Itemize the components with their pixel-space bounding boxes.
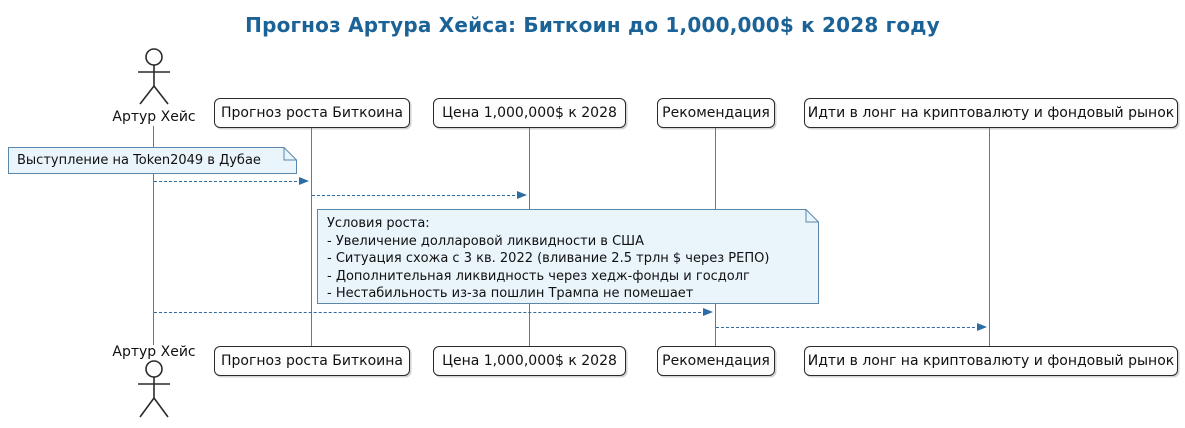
participant-top-long: Идти в лонг на криптовалюту и фондовый р… xyxy=(804,98,1178,128)
note-token2049-text: Выступление на Token2049 в Дубае xyxy=(17,153,261,168)
lifeline-actor xyxy=(153,126,154,345)
arrowhead-icon xyxy=(299,177,309,185)
note-conditions-line: - Дополнительная ликвидность через хедж-… xyxy=(327,268,750,284)
arrowhead-icon xyxy=(977,323,987,331)
note-conditions-line: Условия роста: xyxy=(327,216,430,231)
participant-bottom-long: Идти в лонг на криптовалюту и фондовый р… xyxy=(804,346,1178,376)
arrowhead-icon xyxy=(703,308,713,316)
message-arrow-2 xyxy=(312,191,527,199)
message-arrow-3 xyxy=(154,308,713,316)
note-conditions-line: - Ситуация схожа с 3 кв. 2022 (вливание … xyxy=(327,251,770,267)
note-conditions-line: - Нестабильность из-за пошлин Трампа не … xyxy=(327,286,694,302)
diagram-title: Прогноз Артура Хейса: Биткоин до 1,000,0… xyxy=(245,13,940,37)
participant-top-recommendation: Рекомендация xyxy=(657,98,775,128)
message-arrow-1 xyxy=(154,177,309,185)
participant-bottom-price: Цена 1,000,000$ к 2028 xyxy=(433,346,626,376)
actor-figure-bottom-icon xyxy=(138,360,170,418)
note-shape-icon xyxy=(317,209,819,304)
participant-bottom-recommendation: Рекомендация xyxy=(657,346,775,376)
participant-top-price: Цена 1,000,000$ к 2028 xyxy=(433,98,626,128)
note-growth-conditions: Условия роста: - Увеличение долларовой л… xyxy=(317,209,819,304)
participant-bottom-forecast: Прогноз роста Биткоина xyxy=(214,346,410,376)
arrowhead-icon xyxy=(517,191,527,199)
message-arrow-4 xyxy=(716,323,987,331)
actor-label-bottom: Артур Хейс xyxy=(112,344,196,360)
actor-label-top: Артур Хейс xyxy=(112,109,196,125)
actor-figure-top-icon xyxy=(138,48,170,105)
participant-top-forecast: Прогноз роста Биткоина xyxy=(214,98,410,128)
lifeline-long xyxy=(989,128,990,346)
note-conditions-line: - Увеличение долларовой ликвидности в СШ… xyxy=(327,233,644,249)
note-shape-icon xyxy=(8,147,297,174)
note-token2049: Выступление на Token2049 в Дубае xyxy=(8,147,297,174)
lifeline-forecast xyxy=(311,128,312,346)
